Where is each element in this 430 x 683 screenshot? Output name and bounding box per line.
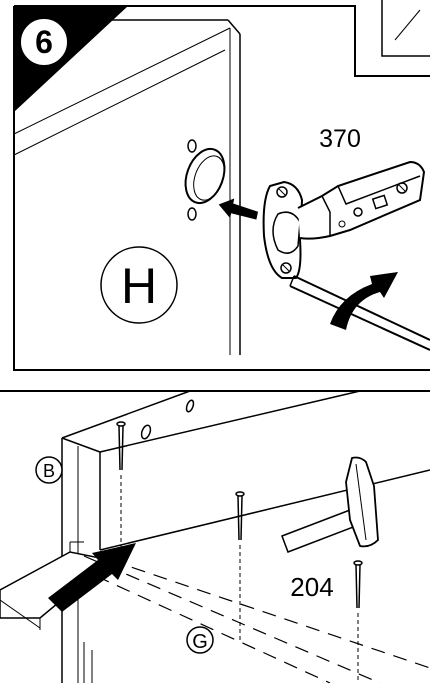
nail-3 bbox=[353, 560, 363, 683]
detail-inset-line bbox=[394, 9, 421, 41]
part-label-circle bbox=[100, 246, 178, 324]
door-panel bbox=[13, 19, 241, 355]
shelf-board bbox=[0, 541, 430, 683]
hinge-code: 370 bbox=[319, 125, 361, 153]
hammer bbox=[281, 456, 379, 553]
nail-2 bbox=[235, 491, 245, 640]
nail-1 bbox=[116, 421, 126, 560]
step-number-circle bbox=[19, 17, 69, 67]
part-label: H bbox=[121, 258, 157, 314]
shelf-label-circle bbox=[186, 626, 214, 654]
nail-code: 204 bbox=[290, 572, 333, 602]
side-label-circle bbox=[35, 456, 63, 484]
push-arrow bbox=[48, 543, 136, 612]
screw-hole-bottom bbox=[187, 207, 197, 221]
hinge-assembly bbox=[262, 160, 426, 279]
screw-hole-top bbox=[187, 139, 197, 153]
insert-arrow bbox=[218, 198, 259, 220]
hinge-cup-hole bbox=[184, 139, 226, 221]
step-number: 6 bbox=[35, 24, 53, 60]
step-6-panel: 6 bbox=[13, 0, 430, 371]
nailing-panel: B G bbox=[0, 390, 430, 683]
rotate-arrow bbox=[330, 272, 398, 330]
shelf-label: G bbox=[192, 631, 208, 653]
side-label: B bbox=[43, 461, 55, 481]
detail-inset-frame bbox=[381, 0, 430, 57]
screwdriver bbox=[289, 275, 430, 351]
panel-frame bbox=[13, 5, 430, 371]
